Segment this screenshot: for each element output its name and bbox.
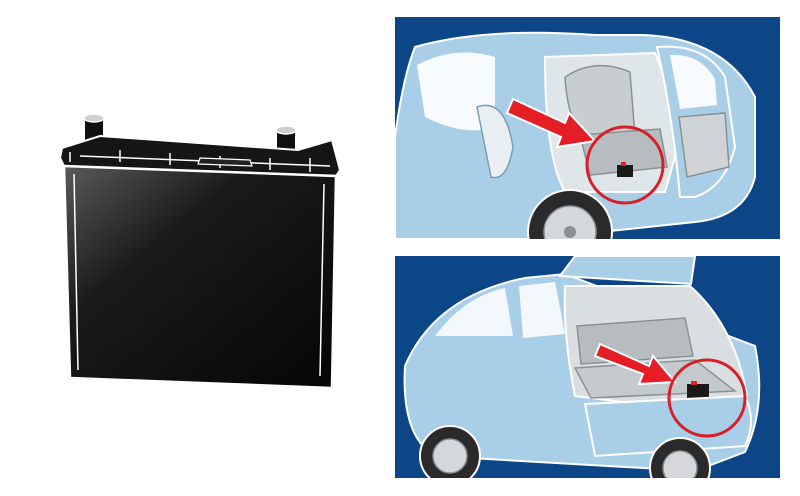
battery-handle — [197, 157, 253, 167]
rear-wheel — [649, 437, 711, 478]
trunk-battery-terminal — [691, 381, 697, 385]
highlight-circle — [667, 358, 747, 438]
rear-seatbacks — [576, 317, 694, 365]
battery-terminal-marker — [621, 162, 626, 166]
hybrid-battery-under-seat — [617, 165, 633, 177]
location-arrow — [505, 97, 598, 149]
rear-hatch-window — [417, 52, 495, 131]
battery-terminal-left — [83, 113, 105, 145]
rear-wheel — [527, 189, 613, 239]
car-rear-seat-battery-location-icon — [395, 17, 780, 239]
rear-seat-view-panel — [395, 17, 780, 239]
car-battery-icon — [58, 113, 342, 390]
battery-in-trunk — [687, 384, 709, 398]
battery-side-ribs — [73, 173, 325, 377]
front-window — [435, 288, 513, 336]
front-wheel — [419, 425, 481, 478]
trunk-view-panel — [395, 256, 780, 478]
door-window — [670, 54, 717, 109]
rear-side-window — [519, 282, 565, 338]
location-arrow — [593, 342, 678, 386]
car-trunk-battery-location-icon — [395, 256, 780, 478]
battery-illustration — [40, 100, 350, 390]
tail-light — [476, 104, 514, 179]
battery-body — [62, 164, 338, 390]
highlight-circle — [585, 125, 665, 205]
open-trunk-hatch — [558, 256, 697, 286]
door-trim — [678, 112, 730, 178]
